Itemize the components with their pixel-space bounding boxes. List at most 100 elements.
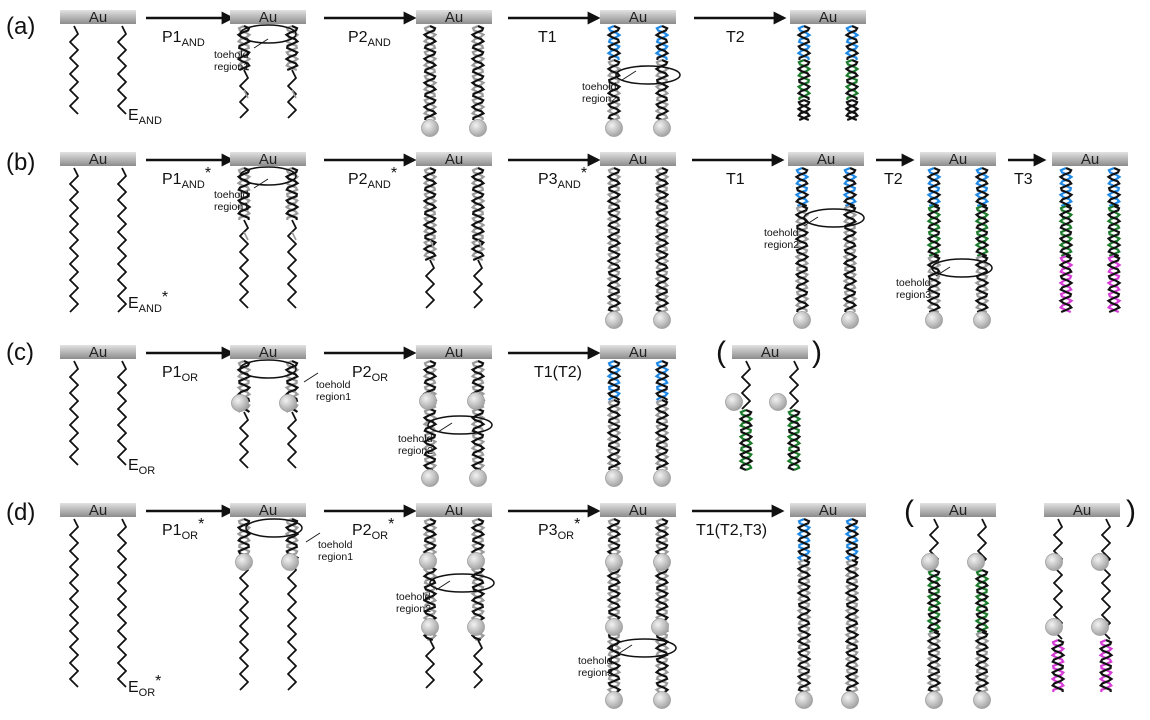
au-label: Au bbox=[1081, 151, 1099, 168]
helix-capture-strand bbox=[842, 166, 858, 208]
bead-label bbox=[841, 311, 859, 329]
helix-capture-strand bbox=[422, 359, 438, 472]
duplex-segment bbox=[1058, 204, 1074, 258]
electrode-state: Au bbox=[60, 151, 136, 313]
probe-tail bbox=[243, 231, 249, 241]
bead-label bbox=[467, 618, 485, 636]
bead-label bbox=[419, 552, 437, 570]
helix-capture-strand bbox=[654, 359, 670, 401]
au-surface bbox=[920, 503, 996, 517]
bead-label bbox=[651, 618, 669, 636]
au-electrode: Au bbox=[416, 151, 492, 168]
panel-label: (b) bbox=[6, 149, 35, 176]
helix-capture-strand bbox=[284, 166, 300, 221]
au-electrode: Au bbox=[790, 502, 866, 519]
duplex-segment bbox=[422, 359, 438, 472]
helix-capture-strand bbox=[796, 24, 812, 61]
reaction-label: T3 bbox=[1014, 171, 1033, 188]
reaction-label: P3OR* bbox=[538, 516, 580, 542]
bead-label bbox=[973, 311, 991, 329]
paren-open: ( bbox=[716, 336, 726, 369]
toehold-leader-line bbox=[253, 38, 269, 49]
duplex-segment bbox=[926, 630, 942, 694]
bead-label bbox=[421, 119, 439, 137]
au-label: Au bbox=[629, 9, 647, 26]
au-label: Au bbox=[761, 344, 779, 361]
helix-capture-strand bbox=[606, 58, 622, 122]
helix-capture-strand bbox=[654, 517, 670, 693]
duplex-segment bbox=[606, 24, 622, 61]
duplex-segment bbox=[926, 254, 942, 314]
duplex-segment bbox=[796, 58, 812, 101]
au-surface bbox=[230, 503, 306, 517]
au-electrode: Au bbox=[416, 9, 492, 26]
helix-capture-strand bbox=[470, 24, 486, 121]
bead-label bbox=[1091, 618, 1109, 636]
duplex-segment bbox=[470, 166, 486, 262]
capture-strand bbox=[69, 167, 79, 313]
electrode-state: Au bbox=[600, 344, 676, 487]
au-electrode: Au bbox=[788, 151, 864, 168]
bead-label bbox=[469, 119, 487, 137]
helix-partner-strand bbox=[926, 254, 942, 314]
duplex-segment bbox=[654, 398, 670, 471]
electrode-state: Au bbox=[920, 502, 996, 709]
helix-capture-strand bbox=[236, 166, 252, 221]
au-surface bbox=[416, 345, 492, 359]
helix-capture-strand bbox=[926, 204, 942, 258]
bead-label bbox=[421, 618, 439, 636]
helix-partner-strand bbox=[796, 98, 812, 122]
capture-strand bbox=[741, 360, 751, 410]
au-label: Au bbox=[445, 151, 463, 168]
au-label: Au bbox=[817, 151, 835, 168]
capture-strand bbox=[287, 69, 297, 119]
duplex-segment bbox=[842, 204, 858, 313]
helix-capture-strand bbox=[844, 558, 860, 694]
au-surface bbox=[600, 10, 676, 24]
electrode-state: Au bbox=[60, 502, 136, 688]
capture-strand bbox=[239, 69, 249, 119]
au-electrode: Au bbox=[60, 9, 136, 26]
helix-capture-strand bbox=[654, 166, 670, 314]
electrode-label: EOR* bbox=[128, 673, 161, 699]
duplex-segment bbox=[606, 517, 622, 693]
capture-strand bbox=[117, 25, 127, 115]
bead-label bbox=[605, 469, 623, 487]
capture-strand bbox=[239, 411, 249, 469]
helix-capture-strand bbox=[1058, 254, 1074, 314]
au-surface bbox=[230, 10, 306, 24]
duplex-segment bbox=[974, 204, 990, 258]
capture-strand bbox=[977, 518, 987, 568]
au-label: Au bbox=[445, 9, 463, 26]
capture-strand bbox=[287, 411, 297, 469]
au-electrode: Au bbox=[920, 151, 996, 168]
duplex-segment bbox=[470, 359, 486, 472]
toehold-ellipse bbox=[429, 573, 495, 593]
reaction-label: T2 bbox=[726, 29, 745, 46]
au-label: Au bbox=[259, 151, 277, 168]
bead-label bbox=[973, 691, 991, 709]
au-label: Au bbox=[949, 502, 967, 519]
helix-partner-strand bbox=[796, 58, 812, 101]
reaction-label: P1AND* bbox=[162, 165, 211, 191]
helix-capture-strand bbox=[654, 398, 670, 471]
toehold-ellipse bbox=[611, 638, 677, 658]
au-surface bbox=[920, 152, 996, 166]
capture-strand bbox=[239, 561, 249, 691]
helix-capture-strand bbox=[794, 166, 810, 208]
duplex-segment bbox=[422, 24, 438, 121]
au-electrode: Au bbox=[600, 9, 676, 26]
panel-label: (c) bbox=[6, 339, 34, 366]
duplex-segment bbox=[796, 517, 812, 561]
helix-capture-strand bbox=[1058, 204, 1074, 258]
duplex-segment bbox=[844, 58, 860, 101]
toehold-leader-line bbox=[803, 216, 819, 227]
capture-strand bbox=[473, 639, 483, 689]
au-electrode: Au bbox=[60, 151, 136, 168]
